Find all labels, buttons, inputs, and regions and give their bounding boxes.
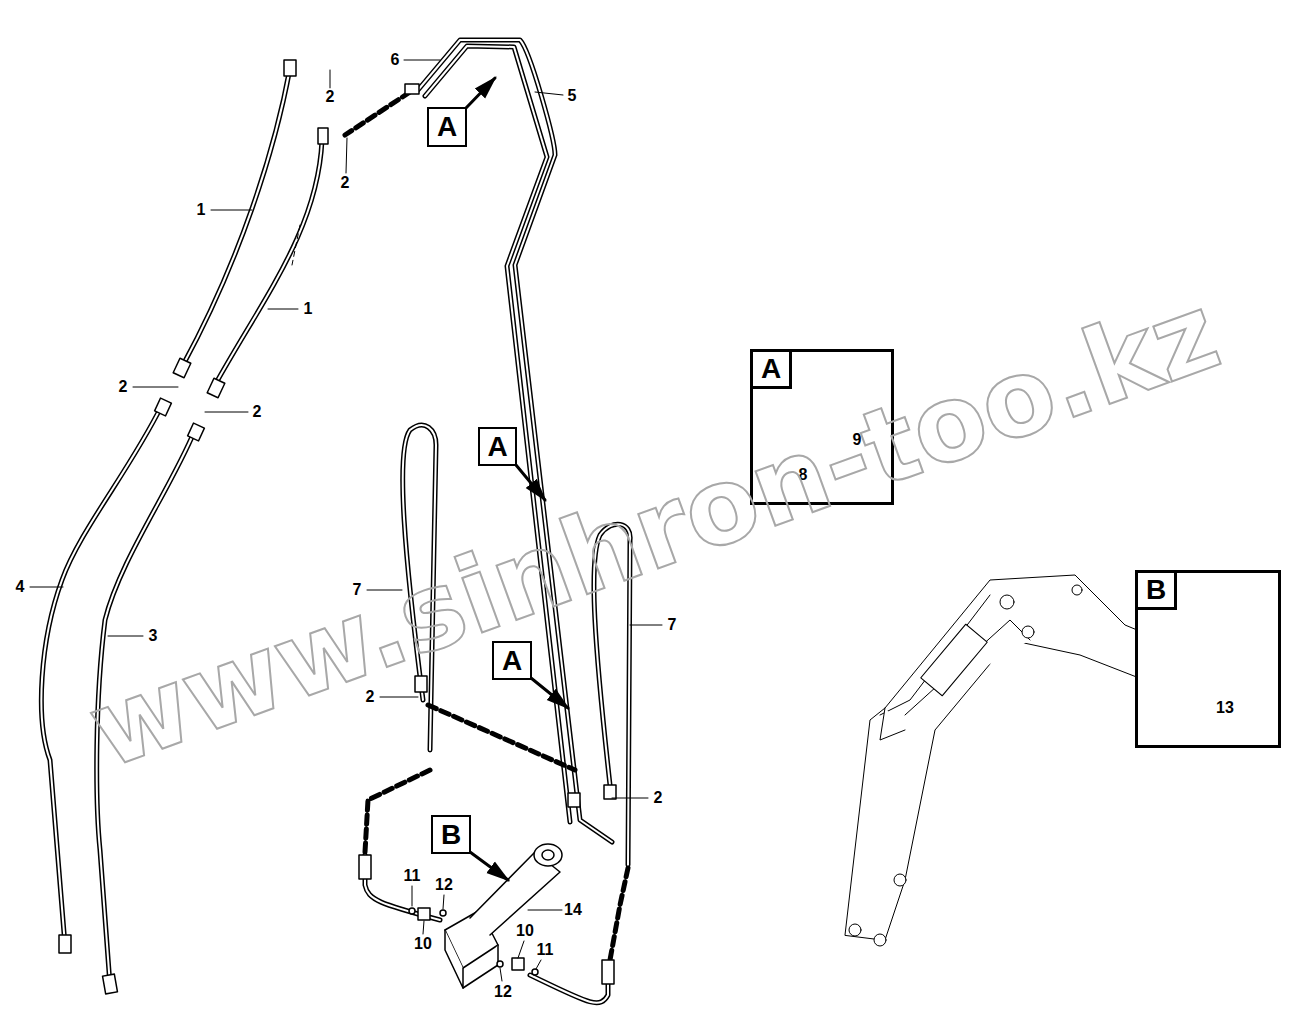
watermark: www.sinhron-too.kz — [77, 278, 1231, 785]
callout-number: 14 — [563, 902, 583, 919]
detail-panel: B — [1135, 570, 1281, 748]
callout-number: 1 — [303, 301, 314, 318]
callout-number: 1 — [196, 202, 207, 219]
view-letter: A — [753, 352, 792, 389]
view-letter: B — [441, 821, 461, 849]
callout-number: 13 — [1215, 700, 1235, 717]
callout-number: 2 — [325, 89, 336, 106]
callout-number: 2 — [653, 790, 664, 807]
view-letter: B — [1138, 573, 1177, 610]
view-reference-box: B — [431, 815, 471, 854]
callout-number: 6 — [390, 52, 401, 69]
view-reference-box: A — [492, 641, 532, 680]
callout-number: 10 — [515, 923, 535, 940]
callout-number: 11 — [403, 868, 422, 885]
callout-number: 12 — [493, 984, 513, 1001]
view-letter: A — [502, 647, 522, 675]
callout-number: 7 — [667, 617, 678, 634]
callout-number: 2 — [252, 404, 263, 421]
callout-number: 12 — [434, 877, 454, 894]
callout-number: 11 — [536, 942, 555, 959]
callout-number: 3 — [148, 628, 159, 645]
callout-number: 10 — [413, 936, 433, 953]
callout-number: 4 — [15, 579, 26, 596]
view-letter: A — [487, 433, 507, 461]
callout-number: 2 — [118, 379, 129, 396]
view-reference-box: A — [427, 107, 467, 147]
view-reference-box: A — [478, 427, 517, 466]
callout-number: 5 — [567, 88, 578, 105]
callout-number: 2 — [340, 175, 351, 192]
view-letter: A — [437, 113, 457, 141]
